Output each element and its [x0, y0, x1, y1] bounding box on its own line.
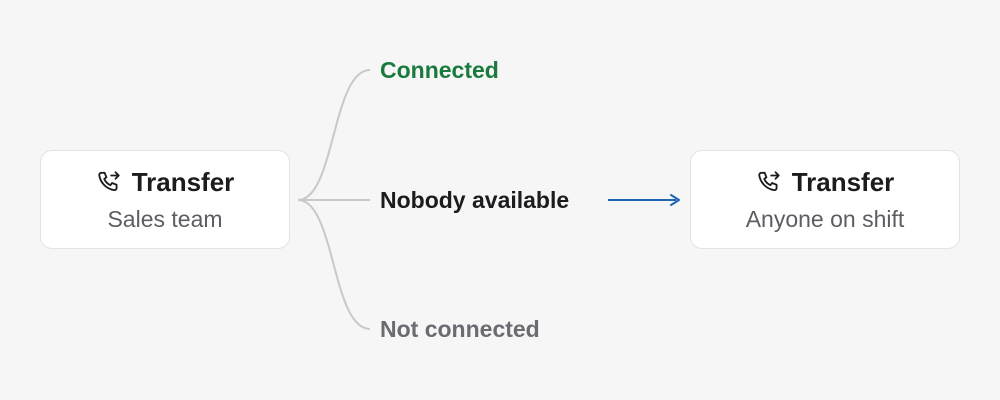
- connector-not-connected: [297, 199, 371, 330]
- node-title-row: Transfer: [756, 166, 895, 197]
- transfer-node-anyone-on-shift[interactable]: Transfer Anyone on shift: [690, 150, 960, 249]
- node-title-row: Transfer: [96, 166, 235, 197]
- branch-label-not-connected[interactable]: Not connected: [380, 316, 540, 342]
- connector-connected: [297, 69, 371, 201]
- phone-transfer-icon: [96, 169, 122, 195]
- node-title: Transfer: [791, 166, 895, 197]
- transfer-node-sales-team[interactable]: Transfer Sales team: [40, 150, 290, 249]
- node-subtitle: Sales team: [107, 205, 223, 232]
- node-title: Transfer: [131, 166, 235, 197]
- phone-transfer-icon: [756, 169, 782, 195]
- branch-label-connected[interactable]: Connected: [380, 57, 499, 83]
- node-subtitle: Anyone on shift: [745, 205, 905, 232]
- arrowhead: [670, 194, 680, 206]
- branch-label-nobody-available[interactable]: Nobody available: [380, 187, 570, 213]
